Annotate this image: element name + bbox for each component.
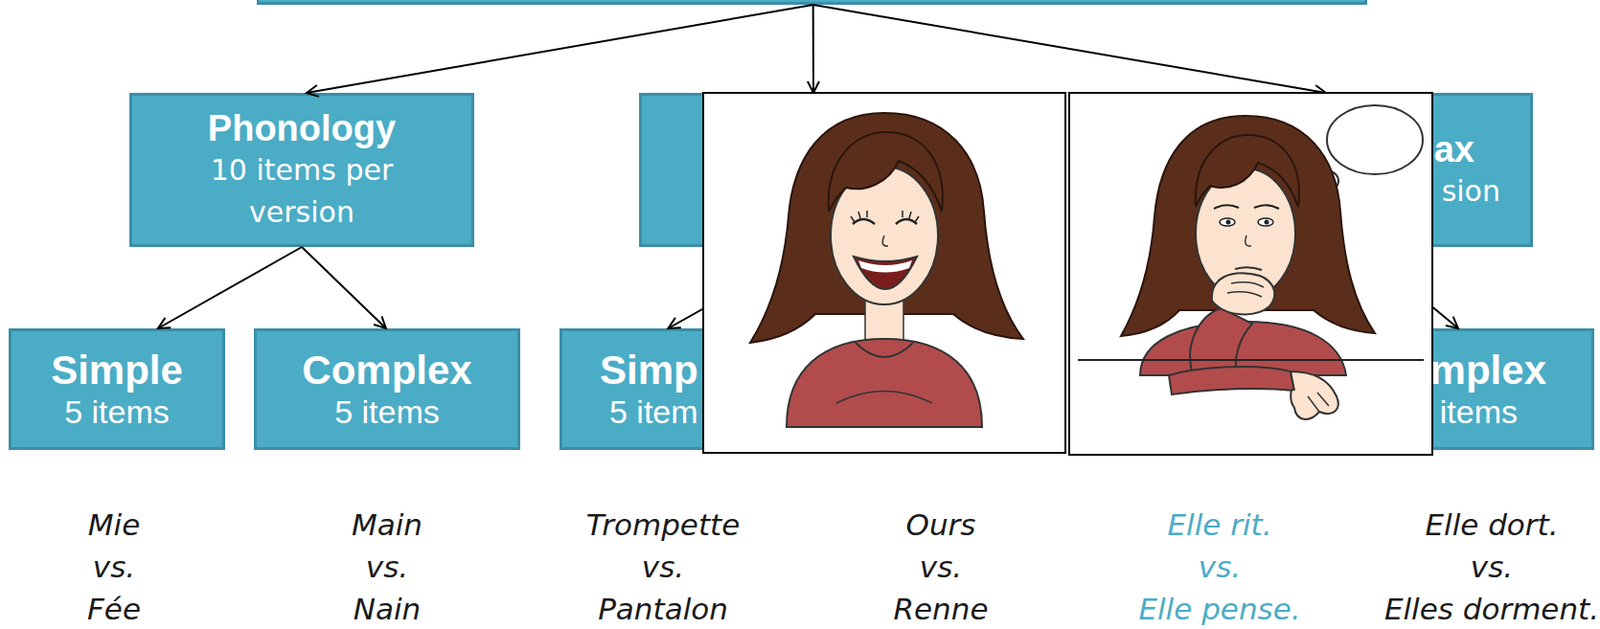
illustration-part xyxy=(1077,359,1424,362)
illustration-part xyxy=(1227,282,1264,298)
box-body: sion xyxy=(1441,170,1501,213)
stimulus-word: Trompette xyxy=(586,507,741,543)
stimulus-word: vs. xyxy=(1198,549,1241,585)
illustration-part xyxy=(1326,105,1423,175)
branch-arrow xyxy=(306,4,814,93)
stimulus-word: Elle rit. xyxy=(1166,507,1272,543)
stimulus-word: Pantalon xyxy=(597,592,729,627)
illustration-part xyxy=(1168,366,1295,395)
category-box: Phonology10 items per version xyxy=(129,92,475,248)
box-heading: Simp xyxy=(599,347,699,394)
box-body: 10 items per version xyxy=(182,149,422,234)
category-box: Simple5 items xyxy=(8,328,226,451)
laughing-woman-picture xyxy=(702,91,1067,455)
illustration-part xyxy=(836,391,933,405)
illustration-part xyxy=(855,342,914,358)
stimulus-word: vs. xyxy=(919,549,962,585)
stimulus-word: Elle dort. xyxy=(1424,507,1558,543)
illustration-part xyxy=(703,92,1066,454)
illustration-part xyxy=(1234,267,1262,271)
illustration-part xyxy=(828,132,943,212)
illustration-part xyxy=(853,256,917,290)
stimulus-word: Ours xyxy=(906,507,977,543)
illustration-part xyxy=(858,260,913,274)
illustration-part xyxy=(1211,273,1275,315)
illustration-part xyxy=(1069,92,1433,456)
stimulus-word: Elle pense. xyxy=(1138,592,1301,627)
illustration-part xyxy=(1257,218,1274,227)
stimulus-word: vs. xyxy=(1470,549,1513,585)
stimulus-word: Fée xyxy=(87,592,141,627)
box-body: 5 item xyxy=(609,393,699,432)
illustration-part xyxy=(850,210,919,223)
illustration-part xyxy=(882,235,889,247)
illustration-part xyxy=(1290,371,1339,420)
illustration-part xyxy=(1120,115,1375,337)
branch-arrow xyxy=(813,4,1326,93)
stimulus-word: Renne xyxy=(893,592,989,627)
stimulus-word: Main xyxy=(351,507,423,543)
illustration-part xyxy=(852,219,917,225)
illustration-part xyxy=(786,339,983,428)
box-body: items xyxy=(1440,393,1518,432)
illustration-part xyxy=(1195,135,1300,207)
box-body: 5 items xyxy=(334,393,440,432)
stimulus-word: vs. xyxy=(92,549,136,585)
illustration-part xyxy=(1264,220,1270,226)
stimulus-word: Mie xyxy=(88,507,140,543)
box-heading: mplex xyxy=(1430,347,1547,394)
stimulus-word: Elles dorment. xyxy=(1384,592,1600,627)
branch-arrow xyxy=(812,4,815,93)
stimulus-word: Nain xyxy=(353,592,421,627)
box-heading: Phonology xyxy=(207,107,396,150)
stimulus-word: vs. xyxy=(365,549,409,585)
box-heading: ax xyxy=(1434,128,1475,171)
illustration-part xyxy=(1189,308,1253,376)
category-box: Complex5 items xyxy=(253,328,521,451)
branch-arrow xyxy=(301,247,387,329)
illustration-part xyxy=(1213,205,1280,209)
stimulus-word: vs. xyxy=(641,549,685,585)
illustration-part xyxy=(1307,392,1329,412)
illustration-part xyxy=(1226,220,1232,226)
illustration-part xyxy=(1219,218,1235,227)
box-body: 5 items xyxy=(64,393,170,432)
box-heading: Complex xyxy=(301,347,472,394)
box-heading: Simple xyxy=(50,347,183,394)
thinking-woman-picture xyxy=(1068,91,1434,457)
branch-arrow xyxy=(158,247,302,329)
illustration-part xyxy=(1245,235,1252,247)
